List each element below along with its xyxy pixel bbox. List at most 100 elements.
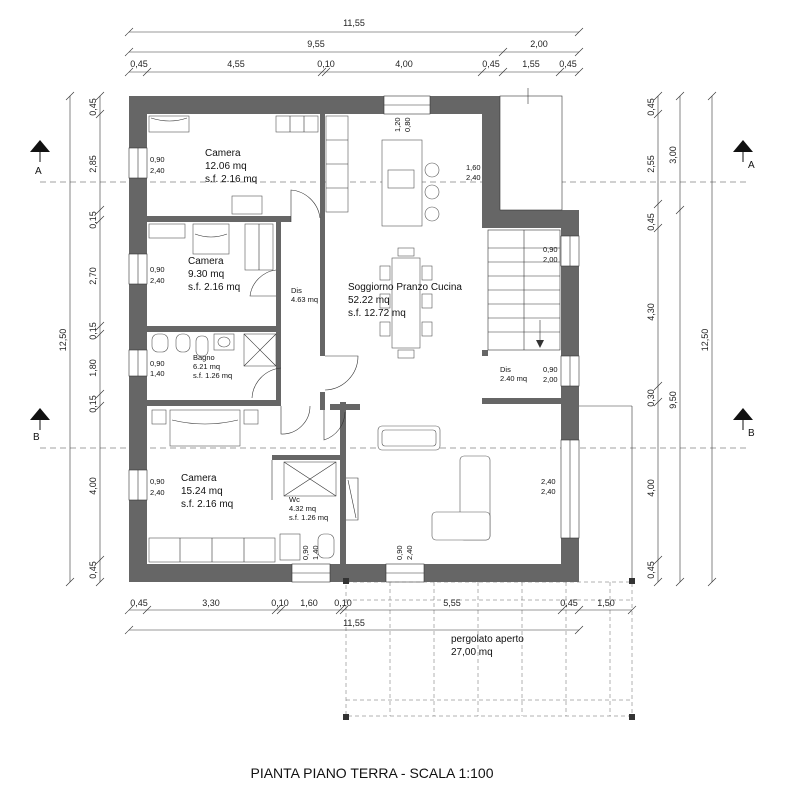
- dim-right-sub: 9,50: [668, 391, 678, 409]
- win6-top: 1,60: [466, 163, 481, 172]
- furniture: [148, 115, 561, 563]
- win10-bottom: 1,40: [311, 545, 320, 560]
- bagno-name: Bagno: [193, 353, 215, 362]
- dim-bottom-part-7: 0,45: [560, 598, 578, 608]
- dim-top-part-7: 0,45: [559, 59, 577, 69]
- dim-top-total: 11,55: [343, 18, 365, 28]
- dim-left-part-5: 0,15: [88, 322, 98, 340]
- win4-top: 0,90: [150, 477, 165, 486]
- win2-top: 0,90: [150, 265, 165, 274]
- dim-top-part-3: 0,10: [317, 59, 335, 69]
- dim-bottom-part-2: 3,30: [202, 598, 220, 608]
- dim-top-part-5: 0,45: [482, 59, 500, 69]
- dim-right-part-1: 0,45: [646, 98, 656, 116]
- win9-top: 2,40: [541, 477, 556, 486]
- dim-bottom-part-1: 0,45: [130, 598, 148, 608]
- left-dimensions: 12,50 0,45 2,85 0,15 2,70 0,15 1,80 0,15…: [58, 91, 105, 587]
- dim-left-part-2: 2,85: [88, 155, 98, 173]
- section-b-left-arrow-icon: [30, 408, 50, 420]
- camera3-sf: s.f. 2.16 mq: [181, 499, 233, 510]
- win7-bottom: 2,00: [543, 255, 558, 264]
- dim-right-part-3: 0,45: [646, 213, 656, 231]
- soggiorno-name: Soggiorno Pranzo Cucina: [348, 282, 462, 293]
- section-a-right-arrow-icon: [733, 140, 753, 152]
- bottom-dimensions: 0,45 3,30 0,10 1,60 0,10 5,55 0,45 1,50 …: [124, 598, 637, 635]
- camera1-sf: s.f. 2.16 mq: [205, 174, 257, 185]
- section-b-label-right: B: [748, 428, 755, 439]
- dim-left-part-4: 2,70: [88, 267, 98, 285]
- dim-left-part-7: 0,15: [88, 395, 98, 413]
- dim-left-part-8: 4,00: [88, 477, 98, 495]
- dim-right-part-6: 4,00: [646, 479, 656, 497]
- win5-bottom: 0,80: [403, 117, 412, 132]
- camera2-area: 9.30 mq: [188, 269, 224, 280]
- win11-top: 0,90: [395, 545, 404, 560]
- dim-top-part-2: 4,55: [227, 59, 245, 69]
- window-labels: 0,90 2,40 0,90 2,40 0,90 1,40 0,90 2,40 …: [150, 117, 558, 560]
- wc-area: 4.32 mq: [289, 504, 316, 513]
- dim-left-part-3: 0,15: [88, 211, 98, 229]
- dim-left-part-1: 0,45: [88, 98, 98, 116]
- dis1-name: Dis: [291, 286, 302, 295]
- dim-right-sub-top: 3,00: [668, 146, 678, 164]
- dim-left-part-9: 0,45: [88, 561, 98, 579]
- dis1-area: 4.63 mq: [291, 295, 318, 304]
- dim-bottom-part-8: 1,50: [597, 598, 615, 608]
- win8-bottom: 2,00: [543, 375, 558, 384]
- camera2-name: Camera: [188, 256, 224, 267]
- bagno-area: 6.21 mq: [193, 362, 220, 371]
- soggiorno-sf: s.f. 12.72 mq: [348, 308, 406, 319]
- win3-bottom: 1,40: [150, 369, 165, 378]
- win8-top: 0,90: [543, 365, 558, 374]
- section-b-right-arrow-icon: [733, 408, 753, 420]
- dim-top-sub-b: 2,00: [530, 39, 548, 49]
- dim-right-part-5: 0,30: [646, 389, 656, 407]
- win11-bottom: 2,40: [405, 545, 414, 560]
- win3-top: 0,90: [150, 359, 165, 368]
- dim-top-part-6: 1,55: [522, 59, 540, 69]
- section-a-label-left: A: [35, 166, 42, 177]
- wc-sf: s.f. 1.26 mq: [289, 513, 328, 522]
- dis2-name: Dis: [500, 365, 511, 374]
- camera3-area: 15.24 mq: [181, 486, 223, 497]
- win2-bottom: 2,40: [150, 276, 165, 285]
- pergola: [343, 405, 635, 720]
- camera3-name: Camera: [181, 473, 217, 484]
- dim-bottom-part-5: 0,10: [334, 598, 352, 608]
- dim-top-part-1: 0,45: [130, 59, 148, 69]
- win1-top: 0,90: [150, 155, 165, 164]
- dim-left-total: 12,50: [58, 329, 68, 352]
- doors: [249, 189, 359, 521]
- section-b-label-left: B: [33, 432, 40, 443]
- windows: [128, 88, 580, 583]
- right-dimensions: 0,45 2,55 0,45 4,30 0,30 4,00 0,45 3,00 …: [646, 91, 717, 587]
- dim-left-part-6: 1,80: [88, 359, 98, 377]
- dim-right-part-2: 2,55: [646, 155, 656, 173]
- win9-bottom: 2,40: [541, 487, 556, 496]
- pergolato-area: 27,00 mq: [451, 647, 493, 658]
- drawing-title: PIANTA PIANO TERRA - SCALA 1:100: [250, 765, 493, 781]
- pergolato-name: pergolato aperto: [451, 634, 524, 645]
- dim-right-part-4: 4,30: [646, 303, 656, 321]
- win4-bottom: 2,40: [150, 488, 165, 497]
- win1-bottom: 2,40: [150, 166, 165, 175]
- dim-bottom-part-3: 0,10: [271, 598, 289, 608]
- dim-right-part-7: 0,45: [646, 561, 656, 579]
- soggiorno-area: 52.22 mq: [348, 295, 390, 306]
- bagno-sf: s.f. 1.26 mq: [193, 371, 232, 380]
- camera1-area: 12.06 mq: [205, 161, 247, 172]
- dim-bottom-part-6: 5,55: [443, 598, 461, 608]
- dim-bottom-part-4: 1,60: [300, 598, 318, 608]
- win7-top: 0,90: [543, 245, 558, 254]
- win6-bottom: 2,40: [466, 173, 481, 182]
- dim-top-sub-a: 9,55: [307, 39, 325, 49]
- wc-name: Wc: [289, 495, 300, 504]
- camera1-name: Camera: [205, 148, 241, 159]
- stair-arrow-icon: [536, 340, 544, 348]
- camera2-sf: s.f. 2.16 mq: [188, 282, 240, 293]
- section-a-left-arrow-icon: [30, 140, 50, 152]
- dim-top-part-4: 4,00: [395, 59, 413, 69]
- top-dimensions: 11,55 9,55 2,00 0,45 4,55 0,10 4,00 0,45…: [124, 18, 584, 77]
- win5-top: 1,20: [393, 117, 402, 132]
